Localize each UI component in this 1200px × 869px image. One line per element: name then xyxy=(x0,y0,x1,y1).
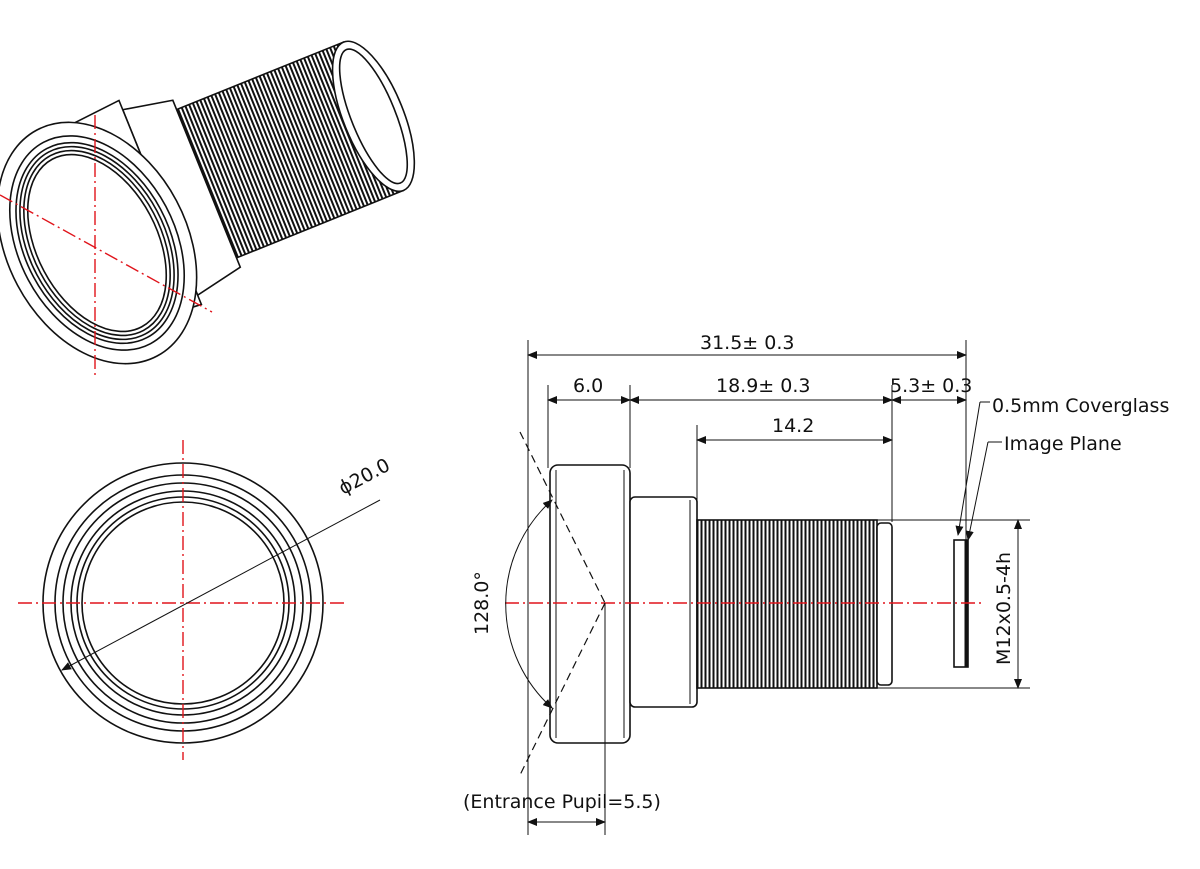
centerline-horizontal xyxy=(0,194,213,313)
isometric-view xyxy=(0,40,416,378)
front-barrel-length: 6.0 xyxy=(573,375,603,397)
coverglass-label: 0.5mm Coverglass xyxy=(992,395,1169,417)
side-view: 31.5± 0.3 6.0 18.9± 0.3 5.3± 0.3 14.2 0.… xyxy=(463,332,1169,835)
image-plane-label: Image Plane xyxy=(1004,433,1122,455)
overall-length: 31.5± 0.3 xyxy=(700,332,794,354)
thread-spec: M12x0.5-4h xyxy=(993,552,1015,665)
entrance-pupil: (Entrance Pupil=5.5) xyxy=(463,791,661,813)
front-view: ϕ20.0 xyxy=(18,440,394,760)
flange-length: 18.9± 0.3 xyxy=(716,375,810,397)
back-focal-length: 5.3± 0.3 xyxy=(890,375,972,397)
thread-length: 14.2 xyxy=(772,415,814,437)
diameter-label: ϕ20.0 xyxy=(335,454,394,499)
fov-angle: 128.0° xyxy=(471,571,493,635)
